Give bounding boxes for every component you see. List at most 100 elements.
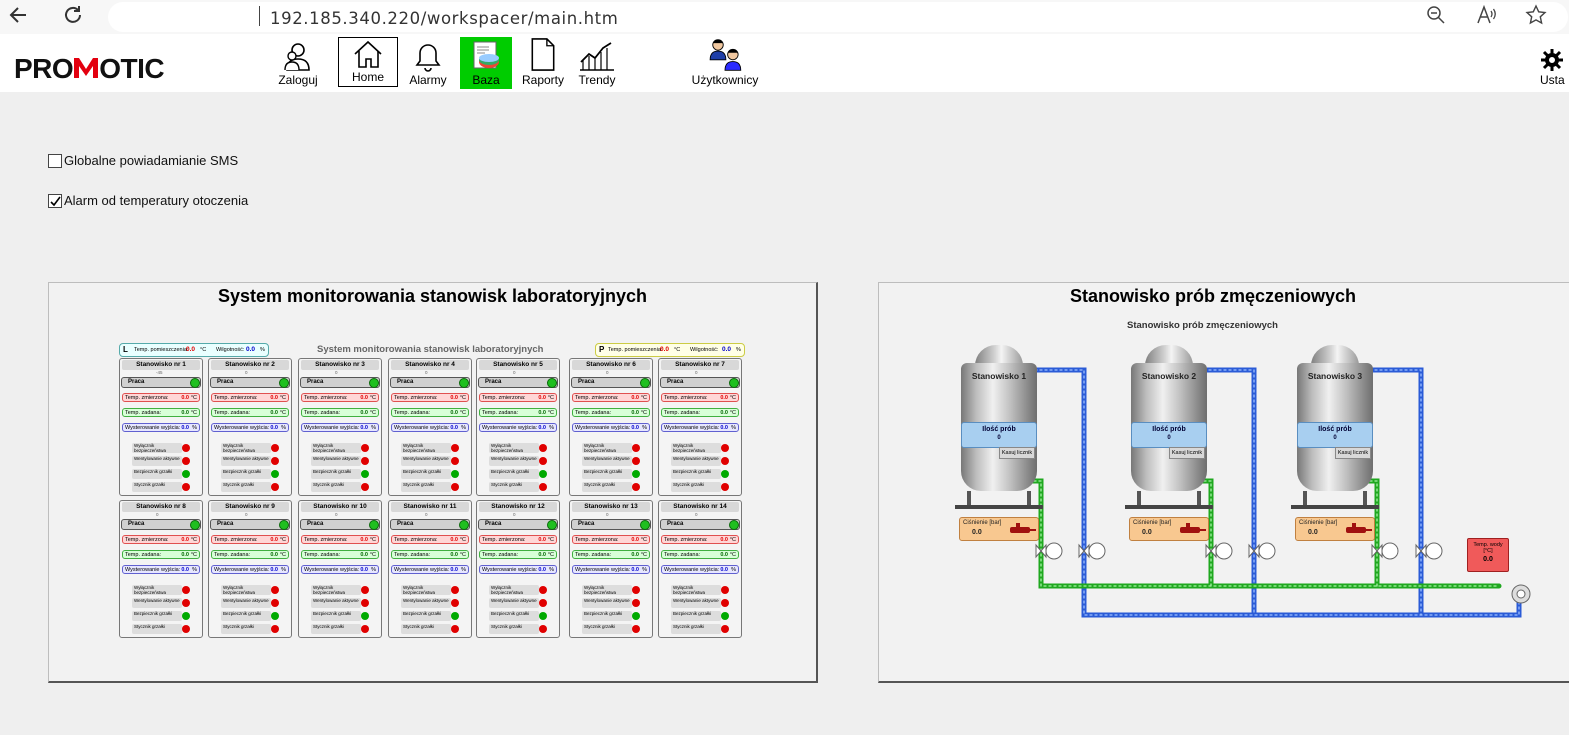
interlock-label: Wentylowanie aktywne — [311, 456, 361, 466]
read-aloud-icon[interactable] — [1472, 0, 1502, 30]
interlock-label: Wentylowanie aktywne — [582, 456, 632, 466]
nav-trends-label: Trendy — [578, 73, 616, 87]
status-bar[interactable]: Praca — [121, 377, 201, 388]
interlock-indicator-dot — [451, 470, 459, 478]
url-text[interactable]: 192.185.340.220/workspacer/main.htm — [270, 9, 619, 28]
address-bar[interactable] — [108, 2, 1568, 32]
lab-monitoring-panel: System monitorowania stanowisk laborator… — [48, 282, 818, 683]
status-bar[interactable]: Praca — [660, 519, 740, 530]
favorite-star-icon[interactable] — [1521, 0, 1551, 30]
sms-checkbox-box[interactable] — [48, 153, 62, 168]
env-right-box: P Temp. pomieszczenia: 0.0 °C Wilgotność… — [595, 343, 745, 357]
pressure-sensor-icon — [1010, 523, 1036, 533]
interlock-indicator-dot — [271, 457, 279, 465]
status-bar[interactable]: Praca — [660, 377, 740, 388]
status-bar[interactable]: Praca — [478, 519, 558, 530]
fatigue-inner-title: Stanowisko prób zmęczeniowych — [1127, 320, 1278, 331]
interlock-indicator-dot — [451, 586, 459, 594]
env-left-temp-label: Temp. pomieszczenia: — [134, 347, 189, 353]
status-bar[interactable]: Praca — [390, 519, 470, 530]
nav-users[interactable]: Użytkownicy — [690, 37, 760, 89]
interlock-label: Bezpiecznik grzałki — [582, 469, 632, 479]
output-label: Wysterowanie wyjścia: — [304, 425, 360, 431]
output-unit: % — [549, 567, 554, 573]
nav-database[interactable]: Baza — [460, 37, 512, 89]
set-value: 0.0 — [360, 410, 368, 416]
status-bar[interactable]: Praca — [571, 377, 651, 388]
station-number: 0 — [425, 370, 428, 375]
interlock-indicator-dot — [539, 444, 547, 452]
output-row: Wysterowanie wyjścia: 0.0 % — [572, 423, 650, 432]
status-bar[interactable]: Praca — [210, 377, 290, 388]
temp-alarm-checkbox-box[interactable] — [48, 193, 62, 208]
interlock-indicator-dot — [271, 444, 279, 452]
interlock-indicator-dot — [361, 612, 369, 620]
output-row: Wysterowanie wyjścia: 0.0 % — [661, 423, 739, 432]
interlock-label: Wyłącznik bezpieczeństwa — [671, 443, 721, 453]
refresh-icon[interactable] — [58, 0, 88, 30]
pressure-value: 0.0 — [1308, 529, 1318, 536]
measured-value: 0.0 — [270, 537, 278, 543]
interlock-indicator-dot — [451, 599, 459, 607]
output-label: Wysterowanie wyjścia: — [214, 567, 270, 573]
set-label: Temp. zadana: — [664, 552, 701, 558]
user-accounts-icon — [709, 39, 742, 71]
status-bar[interactable]: Praca — [121, 519, 201, 530]
sms-notification-checkbox[interactable]: Globalne powiadamianie SMS — [48, 153, 238, 168]
set-label: Temp. zadana: — [664, 410, 701, 416]
station-number: 0 — [606, 512, 609, 517]
measured-value: 0.0 — [270, 395, 278, 401]
measured-label: Temp. zmierzona: — [575, 395, 619, 401]
measured-label: Temp. zmierzona: — [214, 537, 258, 543]
reset-counter-button[interactable]: Kasuj licznik — [1169, 447, 1205, 459]
temp-alarm-checkbox[interactable]: Alarm od temperatury otoczenia — [48, 193, 248, 208]
zoom-out-icon[interactable] — [1421, 0, 1451, 30]
nav-home[interactable]: Home — [338, 37, 398, 87]
checkmark-icon — [50, 196, 61, 206]
set-row: Temp. zadana: 0.0 °C — [572, 408, 650, 417]
set-row: Temp. zadana: 0.0 °C — [122, 550, 200, 559]
nav-login[interactable]: Zaloguj — [272, 37, 324, 89]
status-bar[interactable]: Praca — [571, 519, 651, 530]
reset-counter-button[interactable]: Kasuj licznik — [999, 447, 1035, 459]
interlock-indicator-dot — [721, 444, 729, 452]
output-label: Wysterowanie wyjścia: — [394, 567, 450, 573]
measured-label: Temp. zmierzona: — [125, 537, 169, 543]
interlock-indicator-dot — [182, 470, 190, 478]
status-bar[interactable]: Praca — [478, 377, 558, 388]
nav-trends[interactable]: Trendy — [572, 37, 622, 89]
station-title: Stanowisko nr 7 — [661, 360, 739, 370]
nav-settings[interactable]: Usta — [1540, 37, 1569, 89]
station-title: Stanowisko nr 11 — [391, 502, 469, 512]
interlock-indicator-dot — [539, 483, 547, 491]
nav-alarms[interactable]: Alarmy — [404, 37, 452, 89]
set-row: Temp. zadana: 0.0 °C — [122, 408, 200, 417]
tank-count-label: Ilość prób — [1318, 426, 1352, 433]
env-right-temp-label: Temp. pomieszczenia: — [608, 347, 663, 353]
status-bar[interactable]: Praca — [300, 519, 380, 530]
interlock-label: Stycznik grzałki — [311, 482, 361, 492]
back-arrow-icon[interactable] — [4, 0, 34, 30]
status-bar[interactable]: Praca — [210, 519, 290, 530]
nav-reports[interactable]: Raporty — [518, 37, 568, 89]
interlock-indicator-dot — [632, 599, 640, 607]
status-bar[interactable]: Praca — [390, 377, 470, 388]
reset-counter-button[interactable]: Kasuj licznik — [1335, 447, 1371, 459]
app-header — [0, 34, 1569, 92]
status-bar[interactable]: Praca — [300, 377, 380, 388]
output-label: Wysterowanie wyjścia: — [125, 425, 181, 431]
